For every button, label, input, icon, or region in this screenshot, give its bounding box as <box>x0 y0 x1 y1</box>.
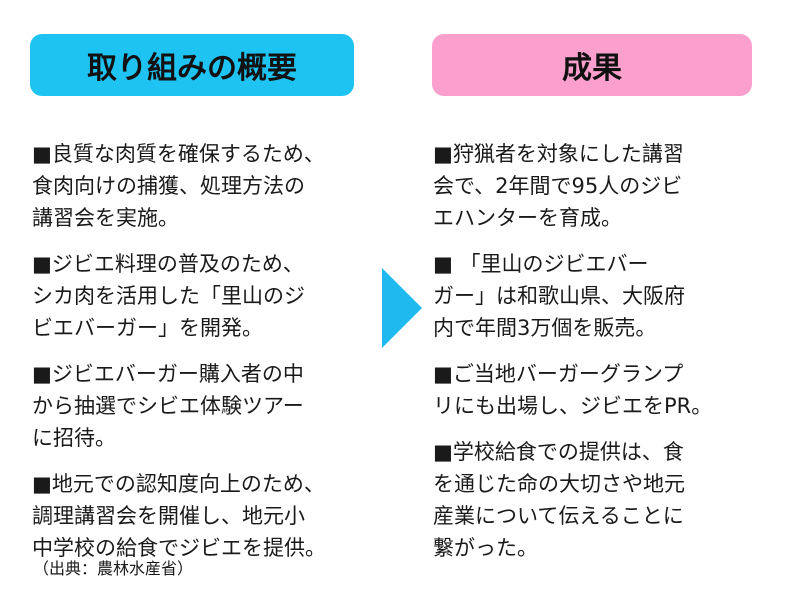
right-header: 成果 <box>432 34 752 96</box>
result-item-line: エハンターを育成。 <box>433 206 622 230</box>
triangle-right-icon <box>382 268 422 348</box>
result-item-line: ガー」は和歌山県、大阪府 <box>433 284 685 308</box>
right-column: ■狩猟者を対象にした講習会で、2年間で95人のジビエハンターを育成。 ■ 「里山の… <box>433 138 763 578</box>
result-item: ■ 「里山のジビエバーガー」は和歌山県、大阪府内で年間3万個を販売。 <box>433 248 763 344</box>
result-item-line: を通じた命の大切さや地元 <box>433 472 685 496</box>
overview-item: ■良質な肉質を確保するため、食肉向けの捕獲、処理方法の講習会を実施。 <box>32 138 372 234</box>
result-item-line: リにも出場し、ジビエをPR。 <box>433 394 713 418</box>
result-item-line: ■ご当地バーガーグランプ <box>433 362 684 386</box>
result-item-line: ■ 「里山のジビエバー <box>433 252 649 276</box>
result-item: ■狩猟者を対象にした講習会で、2年間で95人のジビエハンターを育成。 <box>433 138 763 234</box>
overview-item-line: ■良質な肉質を確保するため、 <box>32 142 325 166</box>
result-item-line: ■学校給食での提供は、食 <box>433 440 684 464</box>
result-item-line: 繋がった。 <box>433 536 538 560</box>
overview-item: ■ジビエバーガー購入者の中から抽選でシビエ体験ツアーに招待。 <box>32 358 372 454</box>
overview-item: ■ジビエ料理の普及のため、シカ肉を活用した「里山のジビエバーガー」を開発。 <box>32 248 372 344</box>
left-header: 取り組みの概要 <box>30 34 354 96</box>
overview-item-line: ■ジビエバーガー購入者の中 <box>32 362 304 386</box>
result-item-line: 会で、2年間で95人のジビ <box>433 174 683 198</box>
overview-item-line: シカ肉を活用した「里山のジ <box>32 284 305 308</box>
overview-item: ■地元での認知度向上のため、調理講習会を開催し、地元小中学校の給食でジビエを提供… <box>32 468 372 564</box>
overview-item-line: 調理講習会を開催し、地元小 <box>32 504 305 528</box>
overview-item-line: ビエバーガー」を開発。 <box>32 316 263 340</box>
overview-item-line: 講習会を実施。 <box>32 206 179 230</box>
right-header-title: 成果 <box>562 51 622 86</box>
result-item-line: ■狩猟者を対象にした講習 <box>433 142 684 166</box>
overview-item-line: ■ジビエ料理の普及のため、 <box>32 252 304 276</box>
source-note: （出典：農林水産省） <box>33 559 194 578</box>
overview-item-line: 中学校の給食でジビエを提供。 <box>32 536 326 560</box>
overview-item-line: ■地元での認知度向上のため、 <box>32 472 325 496</box>
result-item: ■学校給食での提供は、食を通じた命の大切さや地元産業について伝えることに繋がった… <box>433 436 763 564</box>
result-item-line: 内で年間3万個を販売。 <box>433 316 657 340</box>
result-item: ■ご当地バーガーグランプリにも出場し、ジビエをPR。 <box>433 358 763 422</box>
left-header-title: 取り組みの概要 <box>87 51 297 86</box>
overview-item-line: 食肉向けの捕獲、処理方法の <box>32 174 305 198</box>
overview-item-line: に招待。 <box>32 426 116 450</box>
left-column: ■良質な肉質を確保するため、食肉向けの捕獲、処理方法の講習会を実施。 ■ジビエ料理… <box>32 138 372 578</box>
overview-item-line: から抽選でシビエ体験ツアー <box>32 394 304 418</box>
result-item-line: 産業について伝えることに <box>433 504 684 528</box>
